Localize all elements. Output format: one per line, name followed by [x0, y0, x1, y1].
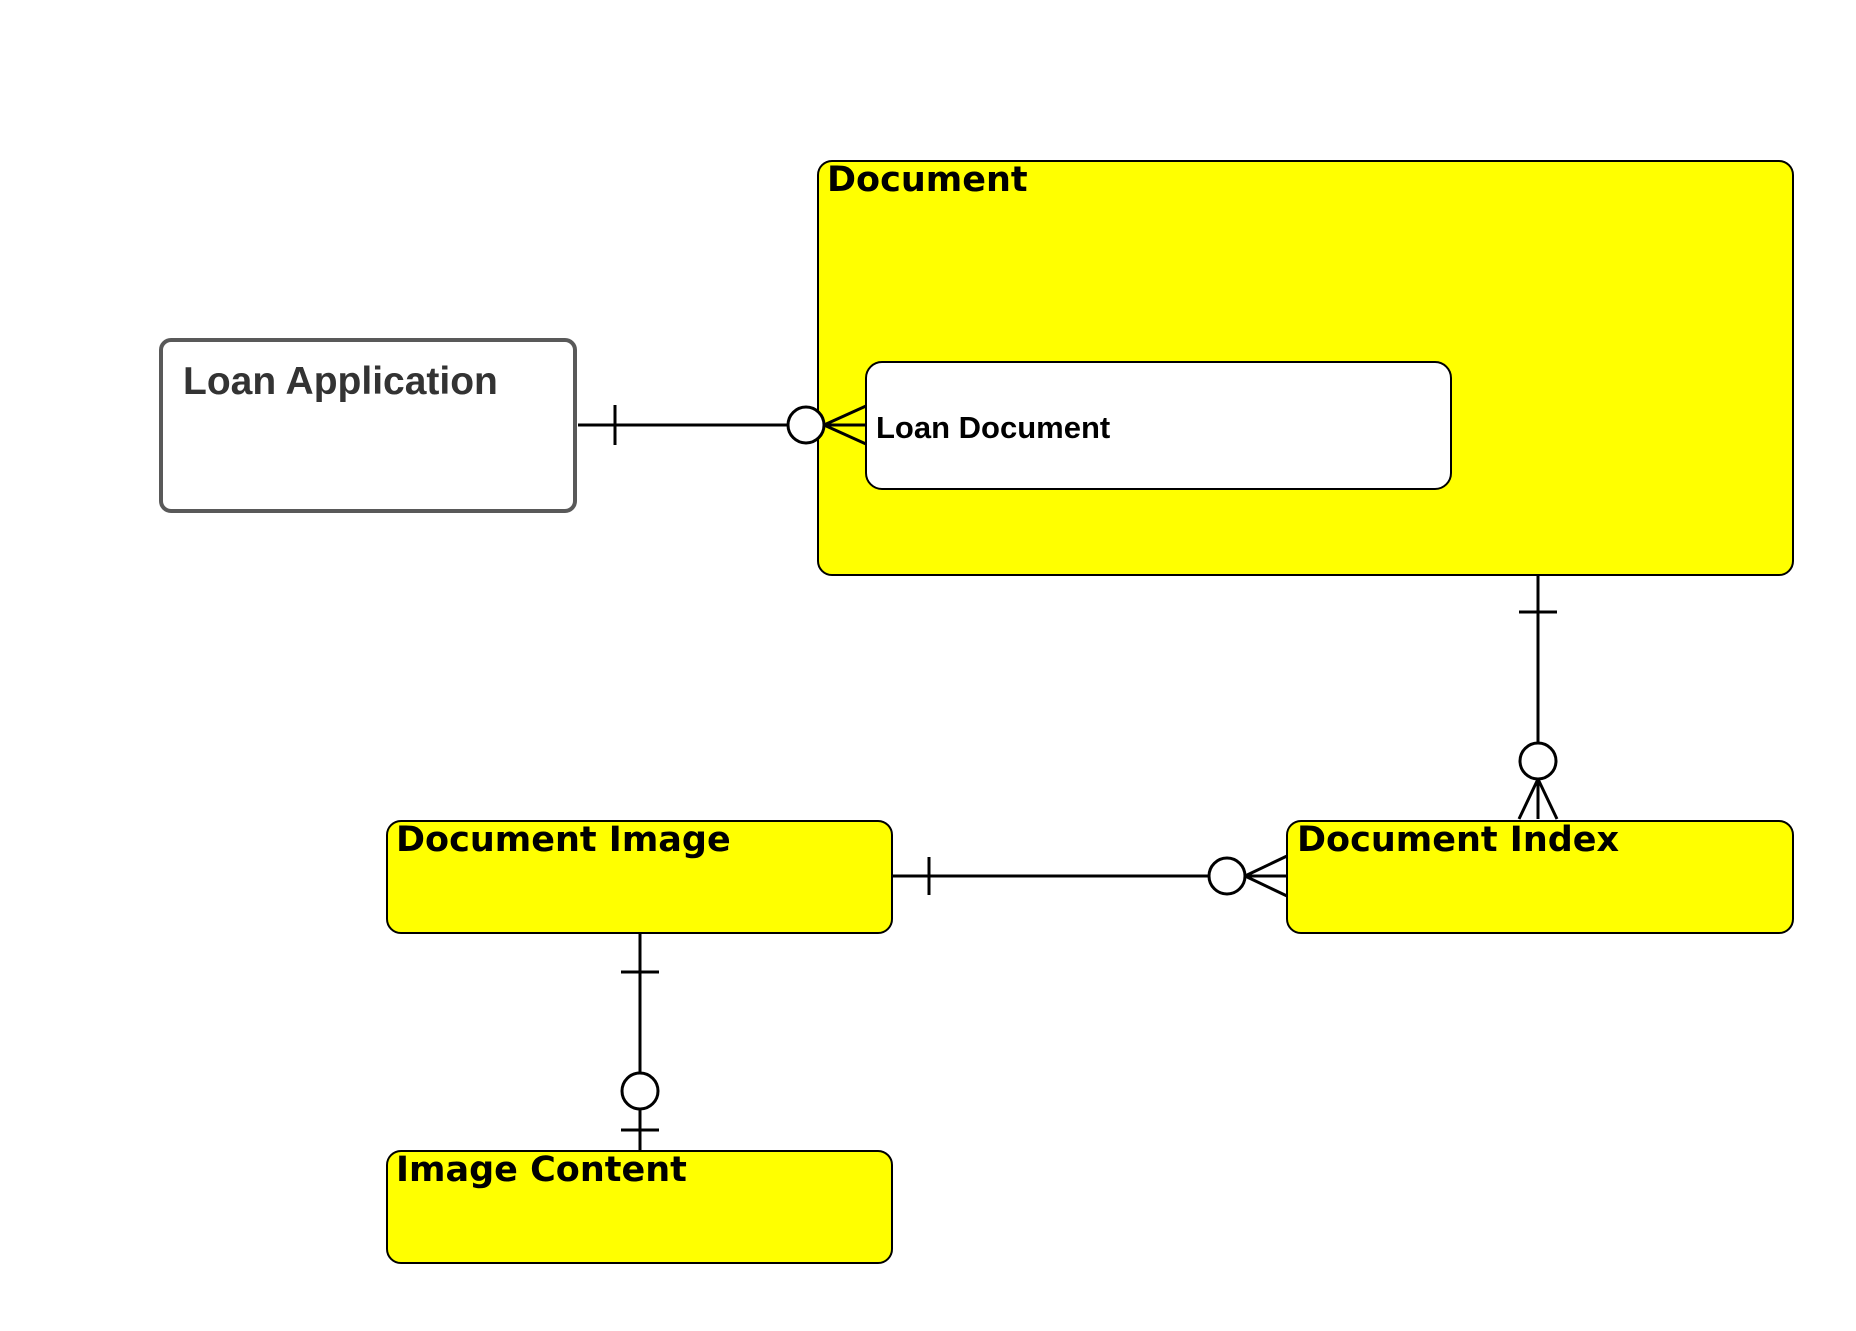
crowfoot-many-marker [823, 404, 867, 446]
crowfoot-many-marker [1244, 854, 1288, 898]
zero-circle-marker [1518, 741, 1558, 781]
entity-document-label: Document [827, 160, 1028, 200]
entity-document-index-label: Document Index [1297, 820, 1620, 860]
entity-loan-document-label: Loan Document [876, 410, 1110, 445]
entity-document-image-box[interactable] [386, 820, 893, 934]
crowfoot-many-marker [1517, 778, 1559, 820]
entity-loan-document[interactable]: Loan Document [865, 361, 1452, 490]
relationship-document-image-document-index[interactable] [893, 854, 1288, 898]
zero-circle-marker [620, 1071, 660, 1111]
entity-image-content[interactable]: Image Content [386, 1150, 893, 1264]
entity-loan-application[interactable]: Loan Application [159, 338, 577, 513]
relationship-loan-application-loan-document[interactable] [578, 404, 867, 446]
entity-document-image-label: Document Image [396, 820, 731, 860]
relationship-document-image-image-content[interactable] [620, 934, 660, 1150]
entity-document-index[interactable]: Document Index [1286, 820, 1794, 934]
entity-image-content-label: Image Content [396, 1150, 687, 1190]
zero-circle-marker [786, 405, 826, 445]
entity-loan-application-label: Loan Application [183, 360, 498, 403]
entity-loan-application-box[interactable] [159, 338, 577, 513]
zero-circle-marker [1207, 856, 1247, 896]
relationship-document-document-index[interactable] [1517, 576, 1559, 820]
entity-image-content-box[interactable] [386, 1150, 893, 1264]
entity-document-image[interactable]: Document Image [386, 820, 893, 934]
